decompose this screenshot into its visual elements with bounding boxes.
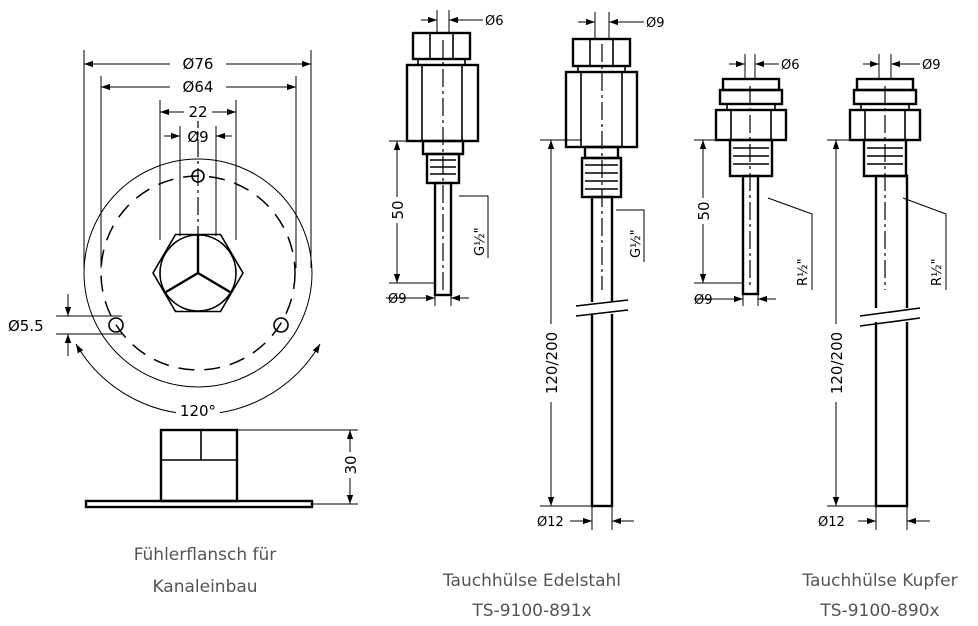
sleeve-tube — [874, 174, 909, 508]
sleeve-copper-long: Ø9 R½" 120/200 Ø12 — [818, 54, 947, 530]
label-bg — [184, 101, 212, 121]
caption-flange-line1: Fühlerflansch für — [134, 545, 277, 565]
dim-steel-top: Ø6 — [485, 14, 504, 29]
sleeve-steel-short: Ø6 50 G½" Ø9 — [386, 10, 504, 307]
flange-outer-circle — [83, 158, 313, 388]
flange-hexagon — [152, 233, 244, 313]
sleeve-copper-short: Ø6 50 R½" Ø9 — [694, 54, 813, 308]
sleeve-cap — [411, 31, 472, 61]
label-bg — [342, 452, 358, 478]
label-bg — [170, 52, 226, 72]
dim-flange-d9: Ø9 — [187, 128, 208, 146]
dim-steel-long-thread: G½" — [629, 229, 644, 258]
dim-flange-angle: 120° — [180, 402, 216, 420]
sleeve-cap — [721, 77, 781, 92]
dim-copper-long-thread: R½" — [930, 258, 945, 286]
dim-copper-thread: R½" — [796, 258, 811, 286]
dim-flange-h30: 30 — [342, 455, 360, 474]
label-bg — [176, 400, 220, 420]
flange-side-plate — [84, 499, 314, 509]
dim-steel-len: 50 — [389, 200, 407, 219]
sleeve-tube — [433, 181, 453, 297]
flange-drawing: Ø76 Ø64 22 Ø9 Ø5.5 120° — [8, 50, 360, 509]
dim-flange-d76: Ø76 — [183, 55, 214, 73]
flange-hole — [191, 169, 205, 183]
dim-steel-thread: G½" — [473, 227, 488, 256]
sleeve-tube — [590, 195, 614, 508]
flange-hex-line — [197, 271, 231, 294]
dim-flange-d55: Ø5.5 — [8, 317, 44, 335]
dim-copper-long-top: Ø9 — [922, 58, 941, 73]
flange-hole — [108, 317, 124, 333]
flange-hex-line — [165, 271, 199, 294]
sleeve-thread — [728, 138, 774, 178]
dim-copper-top: Ø6 — [781, 58, 800, 73]
flange-hole — [273, 317, 289, 333]
dim-steel-long-bottom: Ø12 — [537, 515, 564, 530]
dim-steel-bottom: Ø9 — [388, 292, 407, 307]
caption-flange-line2: Kanaleinbau — [152, 577, 257, 597]
dim-steel-long-top: Ø9 — [646, 16, 665, 31]
sleeve-steel-long: Ø9 G½" 120/200 Ø12 — [537, 12, 665, 530]
dim-steel-long-len: 120/200 — [543, 332, 561, 394]
sleeve-body — [714, 108, 788, 142]
break-line — [859, 307, 921, 317]
flange-side-body — [159, 428, 239, 503]
dim-copper-long-len: 120/200 — [828, 332, 846, 394]
caption-copper-line2: TS-9100-890x — [819, 601, 939, 621]
dim-flange-w22: 22 — [188, 103, 207, 121]
label-bg — [170, 75, 226, 95]
break-line — [859, 317, 921, 327]
caption-copper-line1: Tauchhülse Kupfer — [801, 571, 957, 591]
dim-flange-d64: Ø64 — [183, 78, 214, 96]
dim-copper-len: 50 — [695, 201, 713, 220]
caption-steel-line1: Tauchhülse Edelstahl — [442, 571, 621, 591]
caption-steel-line2: TS-9100-891x — [471, 601, 591, 621]
dim-copper-bottom: Ø9 — [694, 293, 713, 308]
break-line — [575, 299, 629, 307]
dim-copper-long-bottom: Ø12 — [818, 515, 845, 530]
break-line — [575, 309, 629, 317]
